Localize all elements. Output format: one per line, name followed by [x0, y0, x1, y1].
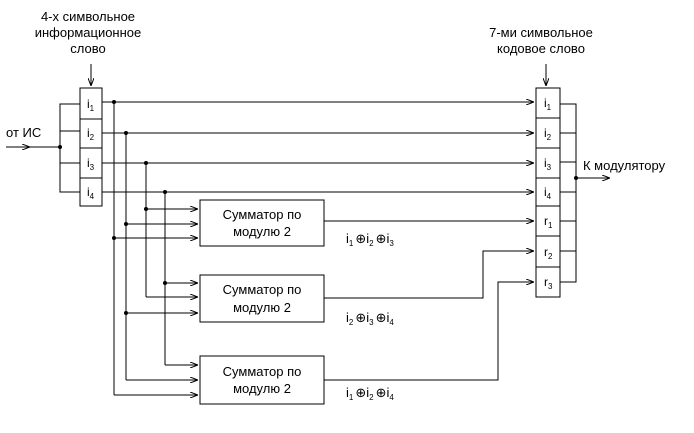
input-cell-2-label: i2: [87, 126, 95, 142]
adder-1-box: [199, 199, 325, 247]
adder-2: Сумматор по модулю 2: [199, 274, 325, 323]
output-cell-3-label: i3: [544, 156, 552, 172]
adder-1-formula: i1⊕i2⊕i3: [346, 231, 394, 248]
input-word-title-line-2: информационное: [35, 25, 142, 40]
adder-1-label-line-2: модулю 2: [233, 224, 291, 239]
adder-2-formula: i2⊕i3⊕i4: [346, 310, 394, 327]
modulator-label: К модулятору: [583, 158, 666, 173]
output-cell-5-label: r1: [544, 214, 553, 230]
source-label: от ИС: [6, 125, 41, 140]
input-cell-3-label: i3: [87, 156, 95, 172]
output-cell-6: [535, 235, 561, 268]
output-cell-1: [535, 87, 561, 119]
adder-3-label-line-1: Сумматор по: [223, 364, 302, 379]
adder-2-label-line-2: модулю 2: [233, 300, 291, 315]
input-cell-1-label: i1: [87, 97, 95, 113]
adder-3: Сумматор по модулю 2: [199, 355, 325, 405]
output-cell-4-label: i4: [544, 185, 552, 201]
adder-2-label-line-1: Сумматор по: [223, 282, 302, 297]
output-cell-2: [535, 117, 561, 149]
output-cell-1-label: i1: [544, 96, 552, 112]
adder-1: Сумматор по модулю 2: [199, 199, 325, 247]
adder-3-formula: i1⊕i2⊕i4: [346, 385, 394, 402]
output-cell-2-label: i2: [544, 126, 552, 142]
input-bus: [59, 103, 80, 193]
output-word-title-line-1: 7-ми символьное: [489, 25, 593, 40]
input-cell-4-label: i4: [87, 185, 95, 201]
adder2-out: [324, 251, 534, 299]
adder3-out: [324, 282, 534, 381]
output-word-title-line-2: кодовое слово: [497, 41, 585, 56]
output-register: i1 i2 i3 i4 r1 r2 r3: [535, 87, 561, 298]
adder-3-box: [199, 355, 325, 405]
adder-1-label-line-1: Сумматор по: [223, 207, 302, 222]
output-bus: [560, 103, 577, 283]
input-word-title-line-3: слово: [70, 41, 105, 56]
output-cell-7-label: r3: [544, 275, 553, 291]
input-word-title-line-1: 4-х символьное: [41, 9, 135, 24]
output-cell-7: [535, 266, 561, 298]
adder-3-label-line-2: модулю 2: [233, 381, 291, 396]
input-register: i1 i2 i3 i4: [79, 87, 103, 207]
adder-2-box: [199, 274, 325, 323]
output-cell-6-label: r2: [544, 245, 553, 261]
